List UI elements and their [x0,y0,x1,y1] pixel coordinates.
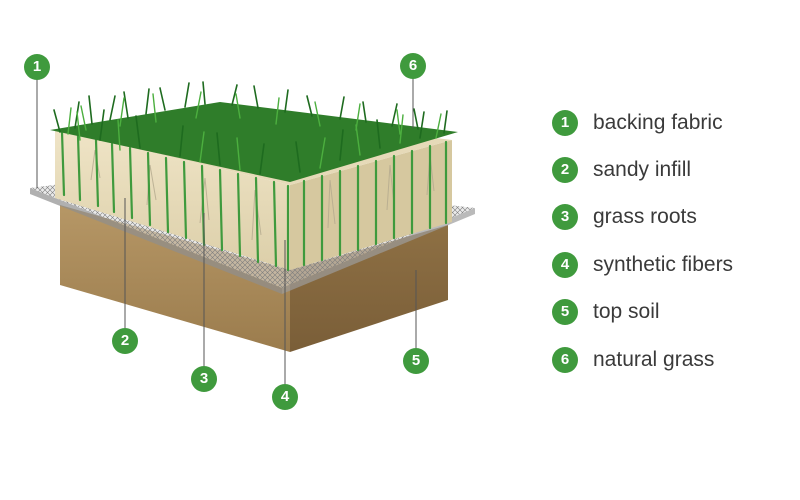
legend-item: 6 natural grass [552,336,733,383]
legend-label: backing fabric [593,110,723,134]
legend-item: 5 top soil [552,289,733,336]
legend: 1 backing fabric 2 sandy infill 3 grass … [552,99,733,383]
legend-item: 2 sandy infill [552,146,733,193]
callout-badge-5: 5 [403,348,429,374]
callout-badge-6: 6 [400,53,426,79]
synthetic-fibers [60,130,448,272]
legend-item: 3 grass roots [552,194,733,241]
legend-badge: 2 [552,157,578,184]
callout-badge-1: 1 [24,54,50,80]
legend-badge: 6 [552,346,578,373]
legend-badge: 3 [552,204,578,231]
callout-badge-4: 4 [272,384,298,410]
legend-badge: 4 [552,251,578,278]
legend-item: 1 backing fabric [552,99,733,146]
legend-badge: 1 [552,109,578,136]
leader-lines [36,78,417,384]
natural-grass-layer [50,81,458,182]
top-soil-layer [60,205,448,352]
callout-badge-2: 2 [112,328,138,354]
legend-item: 4 synthetic fibers [552,241,733,288]
legend-label: natural grass [593,347,715,371]
legend-label: grass roots [593,205,697,229]
callout-badge-3: 3 [191,366,217,392]
legend-badge: 5 [552,299,578,326]
legend-label: synthetic fibers [593,252,734,276]
legend-label: top soil [593,300,660,324]
legend-label: sandy infill [593,158,692,182]
